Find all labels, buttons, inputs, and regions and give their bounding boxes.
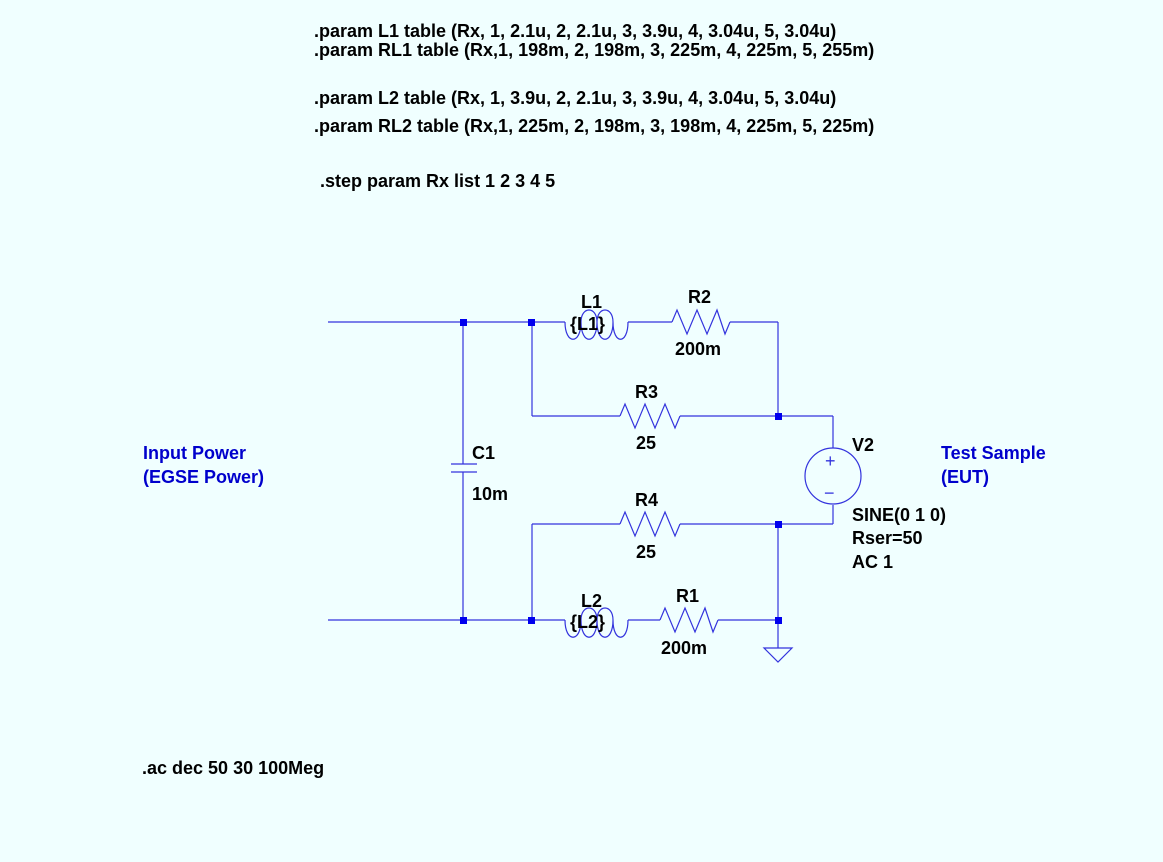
inductor-l1[interactable]: [564, 309, 629, 340]
directive-ac[interactable]: .ac dec 50 30 100Meg: [142, 758, 324, 778]
resistor-r1[interactable]: [659, 606, 719, 634]
c1-value: 10m: [472, 484, 508, 504]
v2-plus-icon: +: [825, 451, 836, 471]
l2-name: L2: [581, 591, 602, 611]
directive-param-l2[interactable]: .param L2 table (Rx, 1, 3.9u, 2, 2.1u, 3…: [314, 88, 836, 108]
voltage-source-v2[interactable]: [804, 447, 862, 505]
ground-icon[interactable]: [762, 647, 794, 663]
v2-value-line2: Rser=50: [852, 528, 923, 548]
junction-dot: [775, 413, 782, 420]
resistor-r4[interactable]: [619, 510, 681, 538]
v2-value-line3: AC 1: [852, 552, 893, 572]
r4-name: R4: [635, 490, 658, 510]
v2-value-line1: SINE(0 1 0): [852, 505, 946, 525]
r1-value: 200m: [661, 638, 707, 658]
r3-name: R3: [635, 382, 658, 402]
resistor-r2[interactable]: [671, 308, 731, 336]
junction-dot: [775, 521, 782, 528]
r2-value: 200m: [675, 339, 721, 359]
test-sample-label: Test Sample: [941, 443, 1046, 463]
r3-value: 25: [636, 433, 656, 453]
l1-value: {L1}: [570, 314, 605, 334]
inductor-l2[interactable]: [564, 607, 629, 638]
resistor-r3[interactable]: [619, 402, 681, 430]
wires[interactable]: [328, 321, 834, 648]
v2-name: V2: [852, 435, 874, 455]
directive-param-rl1[interactable]: .param RL1 table (Rx,1, 198m, 2, 198m, 3…: [314, 40, 874, 60]
directive-param-l1[interactable]: .param L1 table (Rx, 1, 2.1u, 2, 2.1u, 3…: [314, 21, 836, 41]
input-power-label: Input Power: [143, 443, 246, 463]
junction-dot: [528, 617, 535, 624]
junction-dot: [775, 617, 782, 624]
junction-dot: [460, 319, 467, 326]
l2-value: {L2}: [570, 612, 605, 632]
junction-dot: [528, 319, 535, 326]
l1-name: L1: [581, 292, 602, 312]
junctions: [460, 319, 782, 624]
directive-step[interactable]: .step param Rx list 1 2 3 4 5: [320, 171, 555, 191]
c1-name: C1: [472, 443, 495, 463]
r2-name: R2: [688, 287, 711, 307]
capacitor-c1[interactable]: [451, 463, 477, 473]
directive-param-rl2[interactable]: .param RL2 table (Rx,1, 225m, 2, 198m, 3…: [314, 116, 874, 136]
input-power-sublabel: (EGSE Power): [143, 467, 264, 487]
junction-dot: [460, 617, 467, 624]
test-sample-sublabel: (EUT): [941, 467, 989, 487]
v2-minus-icon: −: [824, 483, 835, 503]
r4-value: 25: [636, 542, 656, 562]
r1-name: R1: [676, 586, 699, 606]
